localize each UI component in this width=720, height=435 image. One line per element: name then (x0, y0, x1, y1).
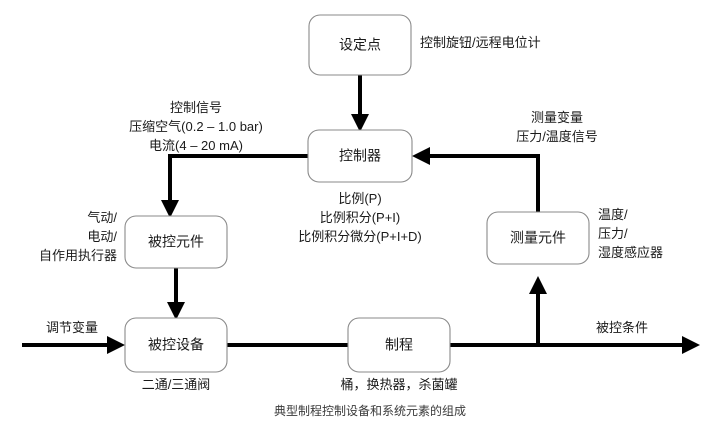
node-controlled-element-label: 被控元件 (148, 234, 204, 250)
connector-manipulated-variable-input (22, 336, 125, 354)
annotation-sensor-types-line3: 湿度感应器 (598, 245, 663, 260)
annotation-sensor-types-line1: 温度/ (598, 207, 628, 222)
annotation-controller-modes: 比例(P) 比例积分(P+I) 比例积分微分(P+I+D) (298, 191, 422, 244)
node-controller-label: 控制器 (339, 148, 381, 164)
annotation-setpoint-note: 控制旋钮/远程电位计 (420, 35, 541, 50)
node-controlled-element[interactable]: 被控元件 (124, 215, 228, 269)
annotation-control-signal: 控制信号 压缩空气(0.2 – 1.0 bar) 电流(4 – 20 mA) (129, 100, 263, 153)
annotation-sensor-types: 温度/ 压力/ 湿度感应器 (598, 207, 663, 260)
node-controlled-device-label: 被控设备 (148, 337, 204, 353)
diagram-caption: 典型制程控制设备和系统元素的组成 (274, 403, 466, 418)
annotation-control-signal-line1: 控制信号 (170, 100, 222, 115)
annotation-valve-types: 二通/三通阀 (142, 377, 211, 392)
connector-controlled-element-to-device (167, 268, 185, 320)
annotation-process-types: 桶，换热器，杀菌罐 (340, 377, 457, 392)
node-setpoint[interactable]: 设定点 (308, 14, 412, 76)
annotation-sensor-types-line2: 压力/ (598, 226, 628, 241)
node-measuring-element-label: 测量元件 (510, 230, 566, 246)
connector-setpoint-to-controller (351, 75, 369, 132)
annotation-controller-modes-line3: 比例积分微分(P+I+D) (298, 229, 422, 244)
annotation-measured-variable-line1: 测量变量 (531, 110, 583, 125)
node-process-label: 制程 (385, 337, 413, 353)
annotation-actuator-types-line2: 电动/ (87, 229, 117, 244)
node-process[interactable]: 制程 (347, 317, 451, 373)
annotation-controller-modes-line2: 比例积分(P+I) (320, 210, 401, 225)
node-controller[interactable]: 控制器 (307, 129, 413, 183)
annotation-measured-variable: 测量变量 压力/温度信号 (516, 110, 598, 144)
annotation-actuator-types-line1: 气动/ (87, 210, 117, 225)
annotation-control-signal-line3: 电流(4 – 20 mA) (149, 138, 243, 153)
connector-controller-to-controlled-element (161, 154, 308, 218)
annotation-measured-variable-line2: 压力/温度信号 (516, 129, 598, 144)
annotation-actuator-types: 气动/ 电动/ 自作用执行器 (39, 210, 117, 263)
annotation-actuator-types-line3: 自作用执行器 (39, 248, 117, 263)
annotation-manipulated-variable: 调节变量 (46, 320, 98, 335)
annotation-controlled-condition: 被控条件 (596, 320, 648, 335)
connector-measuring-element-to-controller (412, 147, 540, 212)
node-setpoint-label: 设定点 (339, 37, 381, 53)
annotation-controller-modes-line1: 比例(P) (338, 191, 381, 206)
node-measuring-element[interactable]: 测量元件 (486, 211, 590, 265)
connector-process-output (450, 336, 700, 354)
node-controlled-device[interactable]: 被控设备 (124, 317, 228, 373)
annotation-control-signal-line2: 压缩空气(0.2 – 1.0 bar) (129, 119, 263, 134)
connector-output-to-measuring-element (529, 276, 547, 345)
